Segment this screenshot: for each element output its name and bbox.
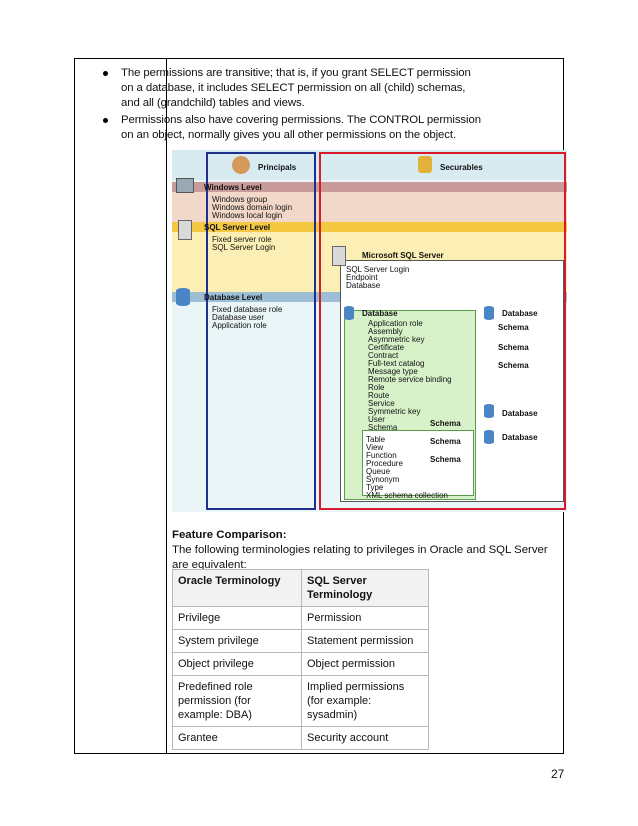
principals-user-icon	[232, 156, 250, 174]
bullet-item: The permissions are transitive; that is,…	[99, 66, 484, 111]
table-header-row: Oracle Terminology SQL Server Terminolog…	[172, 569, 429, 607]
server-icon	[332, 246, 346, 266]
database-icon	[176, 288, 190, 306]
schema-box	[362, 430, 474, 496]
principals-outline	[206, 152, 316, 510]
database-icon	[484, 306, 494, 320]
table-row: Grantee Security account	[172, 726, 429, 750]
table-row: Predefined role permission (for example:…	[172, 675, 429, 727]
feature-comparison: Feature Comparison: The following termin…	[172, 528, 562, 573]
bullet-section: The permissions are transitive; that is,…	[99, 66, 484, 145]
server-icon	[178, 220, 192, 240]
bullet-icon	[103, 118, 108, 123]
feature-title: Feature Comparison:	[172, 529, 287, 541]
left-column	[75, 59, 167, 753]
bullet-list: The permissions are transitive; that is,…	[99, 66, 484, 143]
computer-icon	[176, 178, 194, 193]
header-oracle: Oracle Terminology	[172, 569, 302, 607]
database-icon	[344, 306, 354, 320]
feature-text: The following terminologies relating to …	[172, 544, 548, 571]
table-row: Object privilege Object permission	[172, 652, 429, 676]
security-diagram: Principals Securables Windows Level Wind…	[172, 150, 567, 512]
bullet-item: Permissions also have covering permissio…	[99, 113, 484, 143]
terminology-table: Oracle Terminology SQL Server Terminolog…	[172, 569, 429, 750]
securables-outline	[319, 152, 566, 510]
table-row: System privilege Statement permission	[172, 629, 429, 653]
database-icon	[484, 404, 494, 418]
table-row: Privilege Permission	[172, 606, 429, 630]
database-icon	[484, 430, 494, 444]
bullet-icon	[103, 71, 108, 76]
header-sqlserver: SQL Server Terminology	[301, 569, 429, 607]
lock-icon	[418, 156, 432, 173]
page-number: 27	[551, 767, 565, 781]
